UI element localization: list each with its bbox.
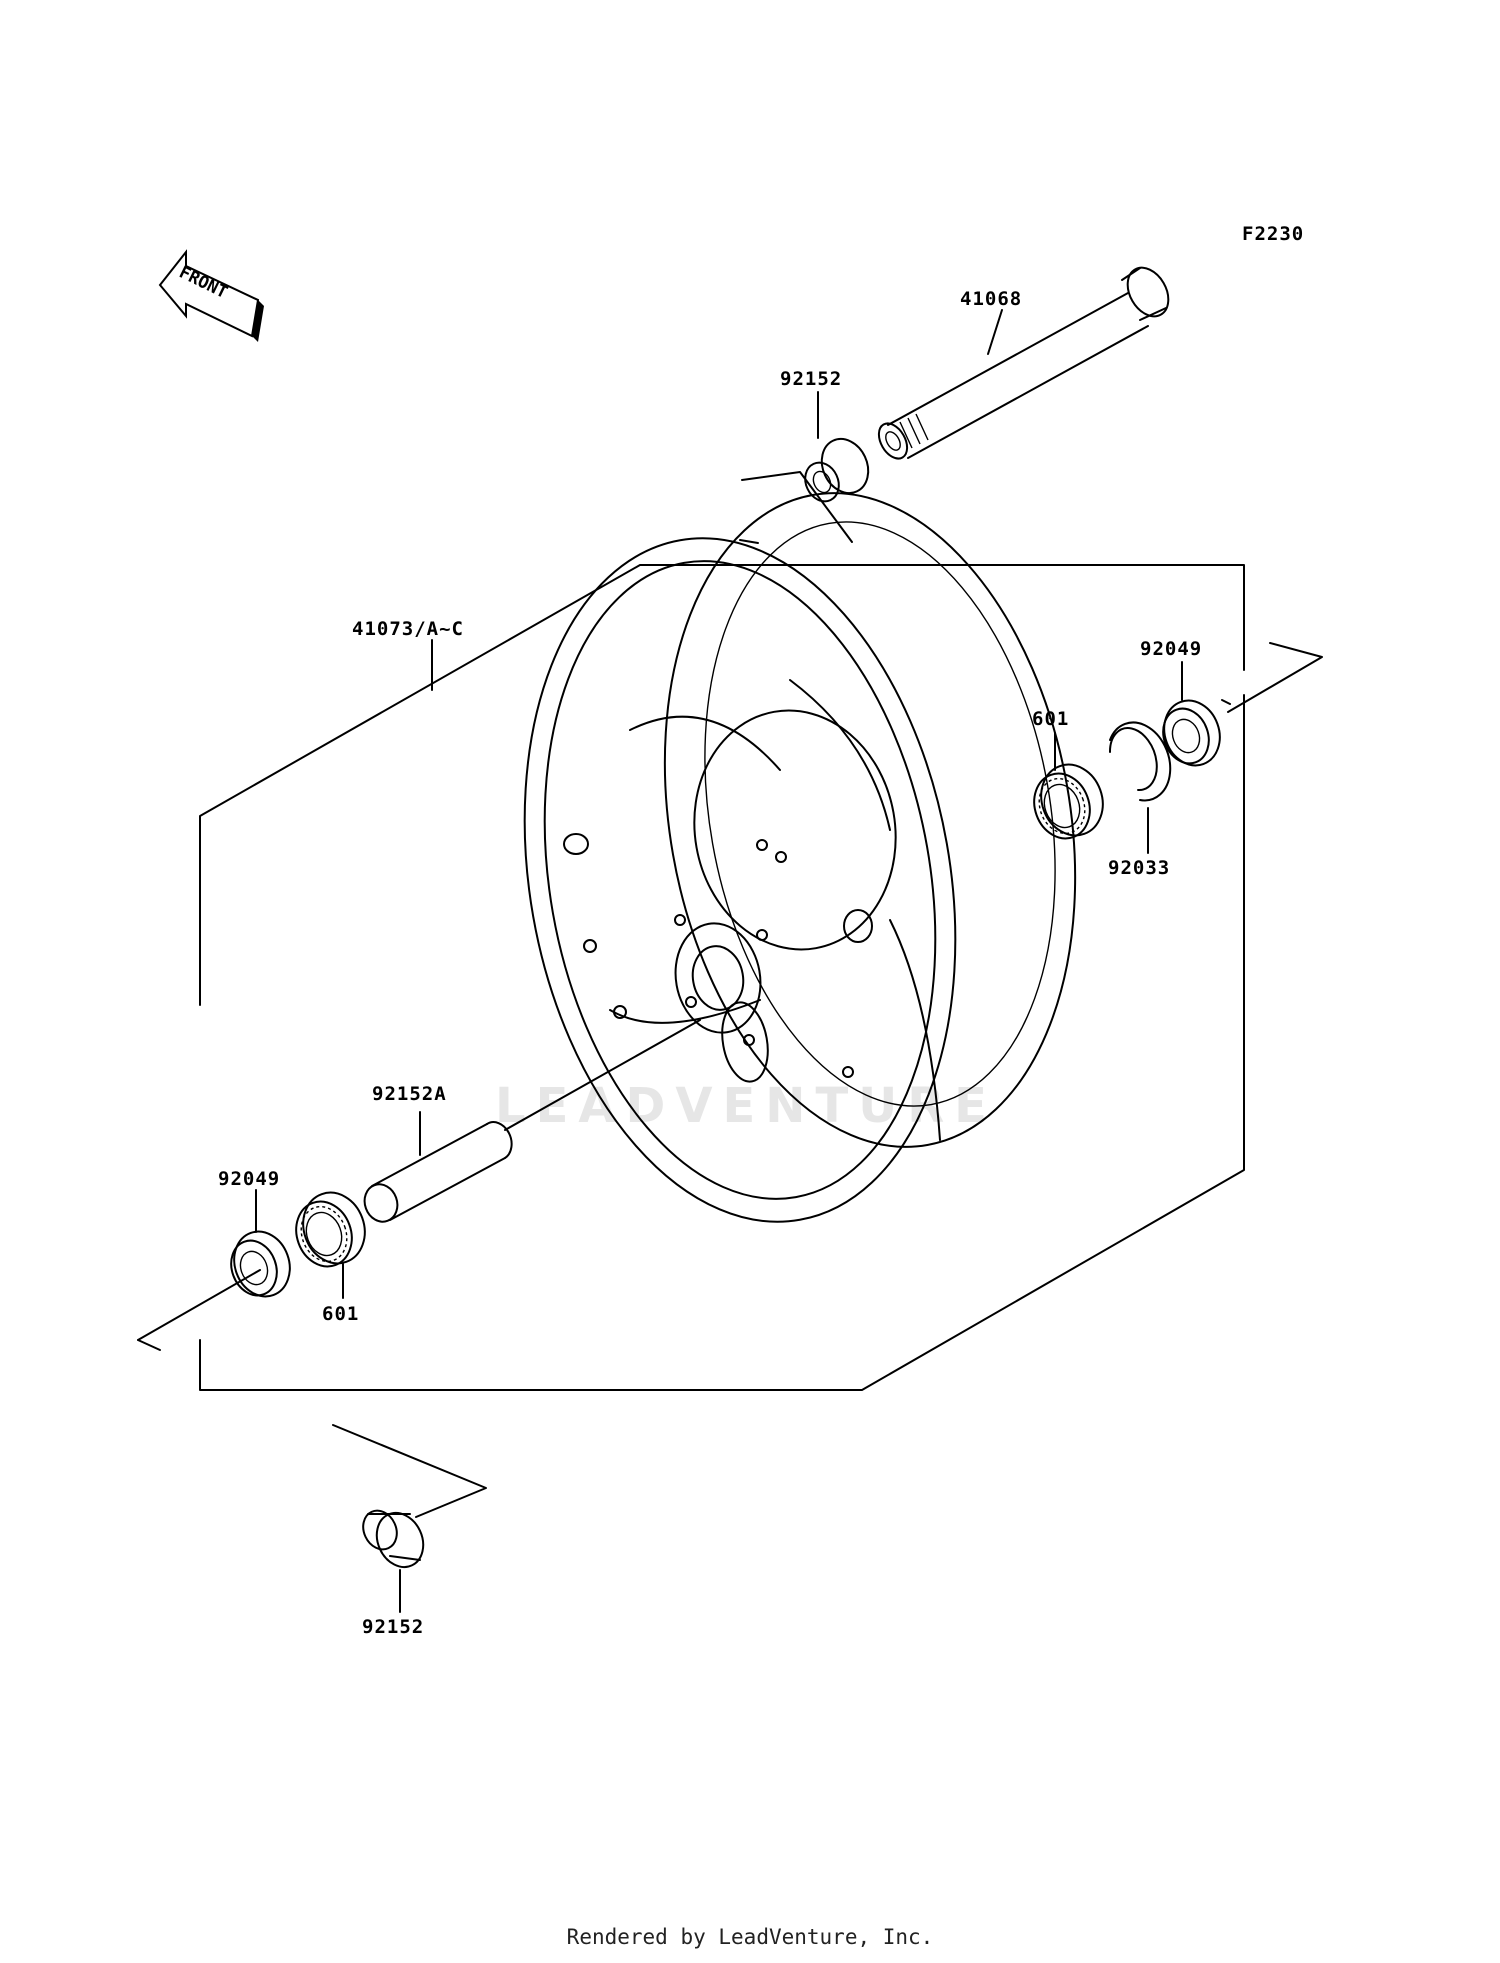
bearing-right-601[interactable] [1025,732,1112,846]
oil-seal-right-92049[interactable] [1155,661,1228,773]
circlip-92033[interactable] [1108,721,1172,854]
part-label-bearing-left: 601 [322,1303,359,1325]
bearing-left-601[interactable] [287,1184,374,1299]
collar-top-92152[interactable] [799,391,877,507]
collar-bottom-92152[interactable] [357,1505,432,1613]
part-label-oil-seal-left: 92049 [218,1168,280,1190]
part-label-spacer: 92152A [372,1083,447,1105]
oil-seal-left-92049[interactable] [224,1189,299,1304]
part-label-collar-top: 92152 [780,368,842,390]
part-label-oil-seal-right: 92049 [1140,638,1202,660]
part-label-collar-bottom: 92152 [362,1616,424,1638]
front-direction-arrow-icon: FRONT [158,249,264,342]
part-label-axle: 41068 [960,288,1022,310]
axle-41068[interactable] [873,260,1176,463]
assembly-outline [137,471,1323,1518]
spacer-92152A[interactable] [359,1019,701,1226]
part-label-bearing-right: 601 [1032,708,1069,730]
wheel-41073[interactable] [431,460,1124,1256]
diagram-code: F2230 [1242,223,1304,245]
footer-credit: Rendered by LeadVenture, Inc. [566,1925,934,1949]
part-label-circlip: 92033 [1108,857,1170,879]
part-label-wheel: 41073/A~C [352,618,464,640]
